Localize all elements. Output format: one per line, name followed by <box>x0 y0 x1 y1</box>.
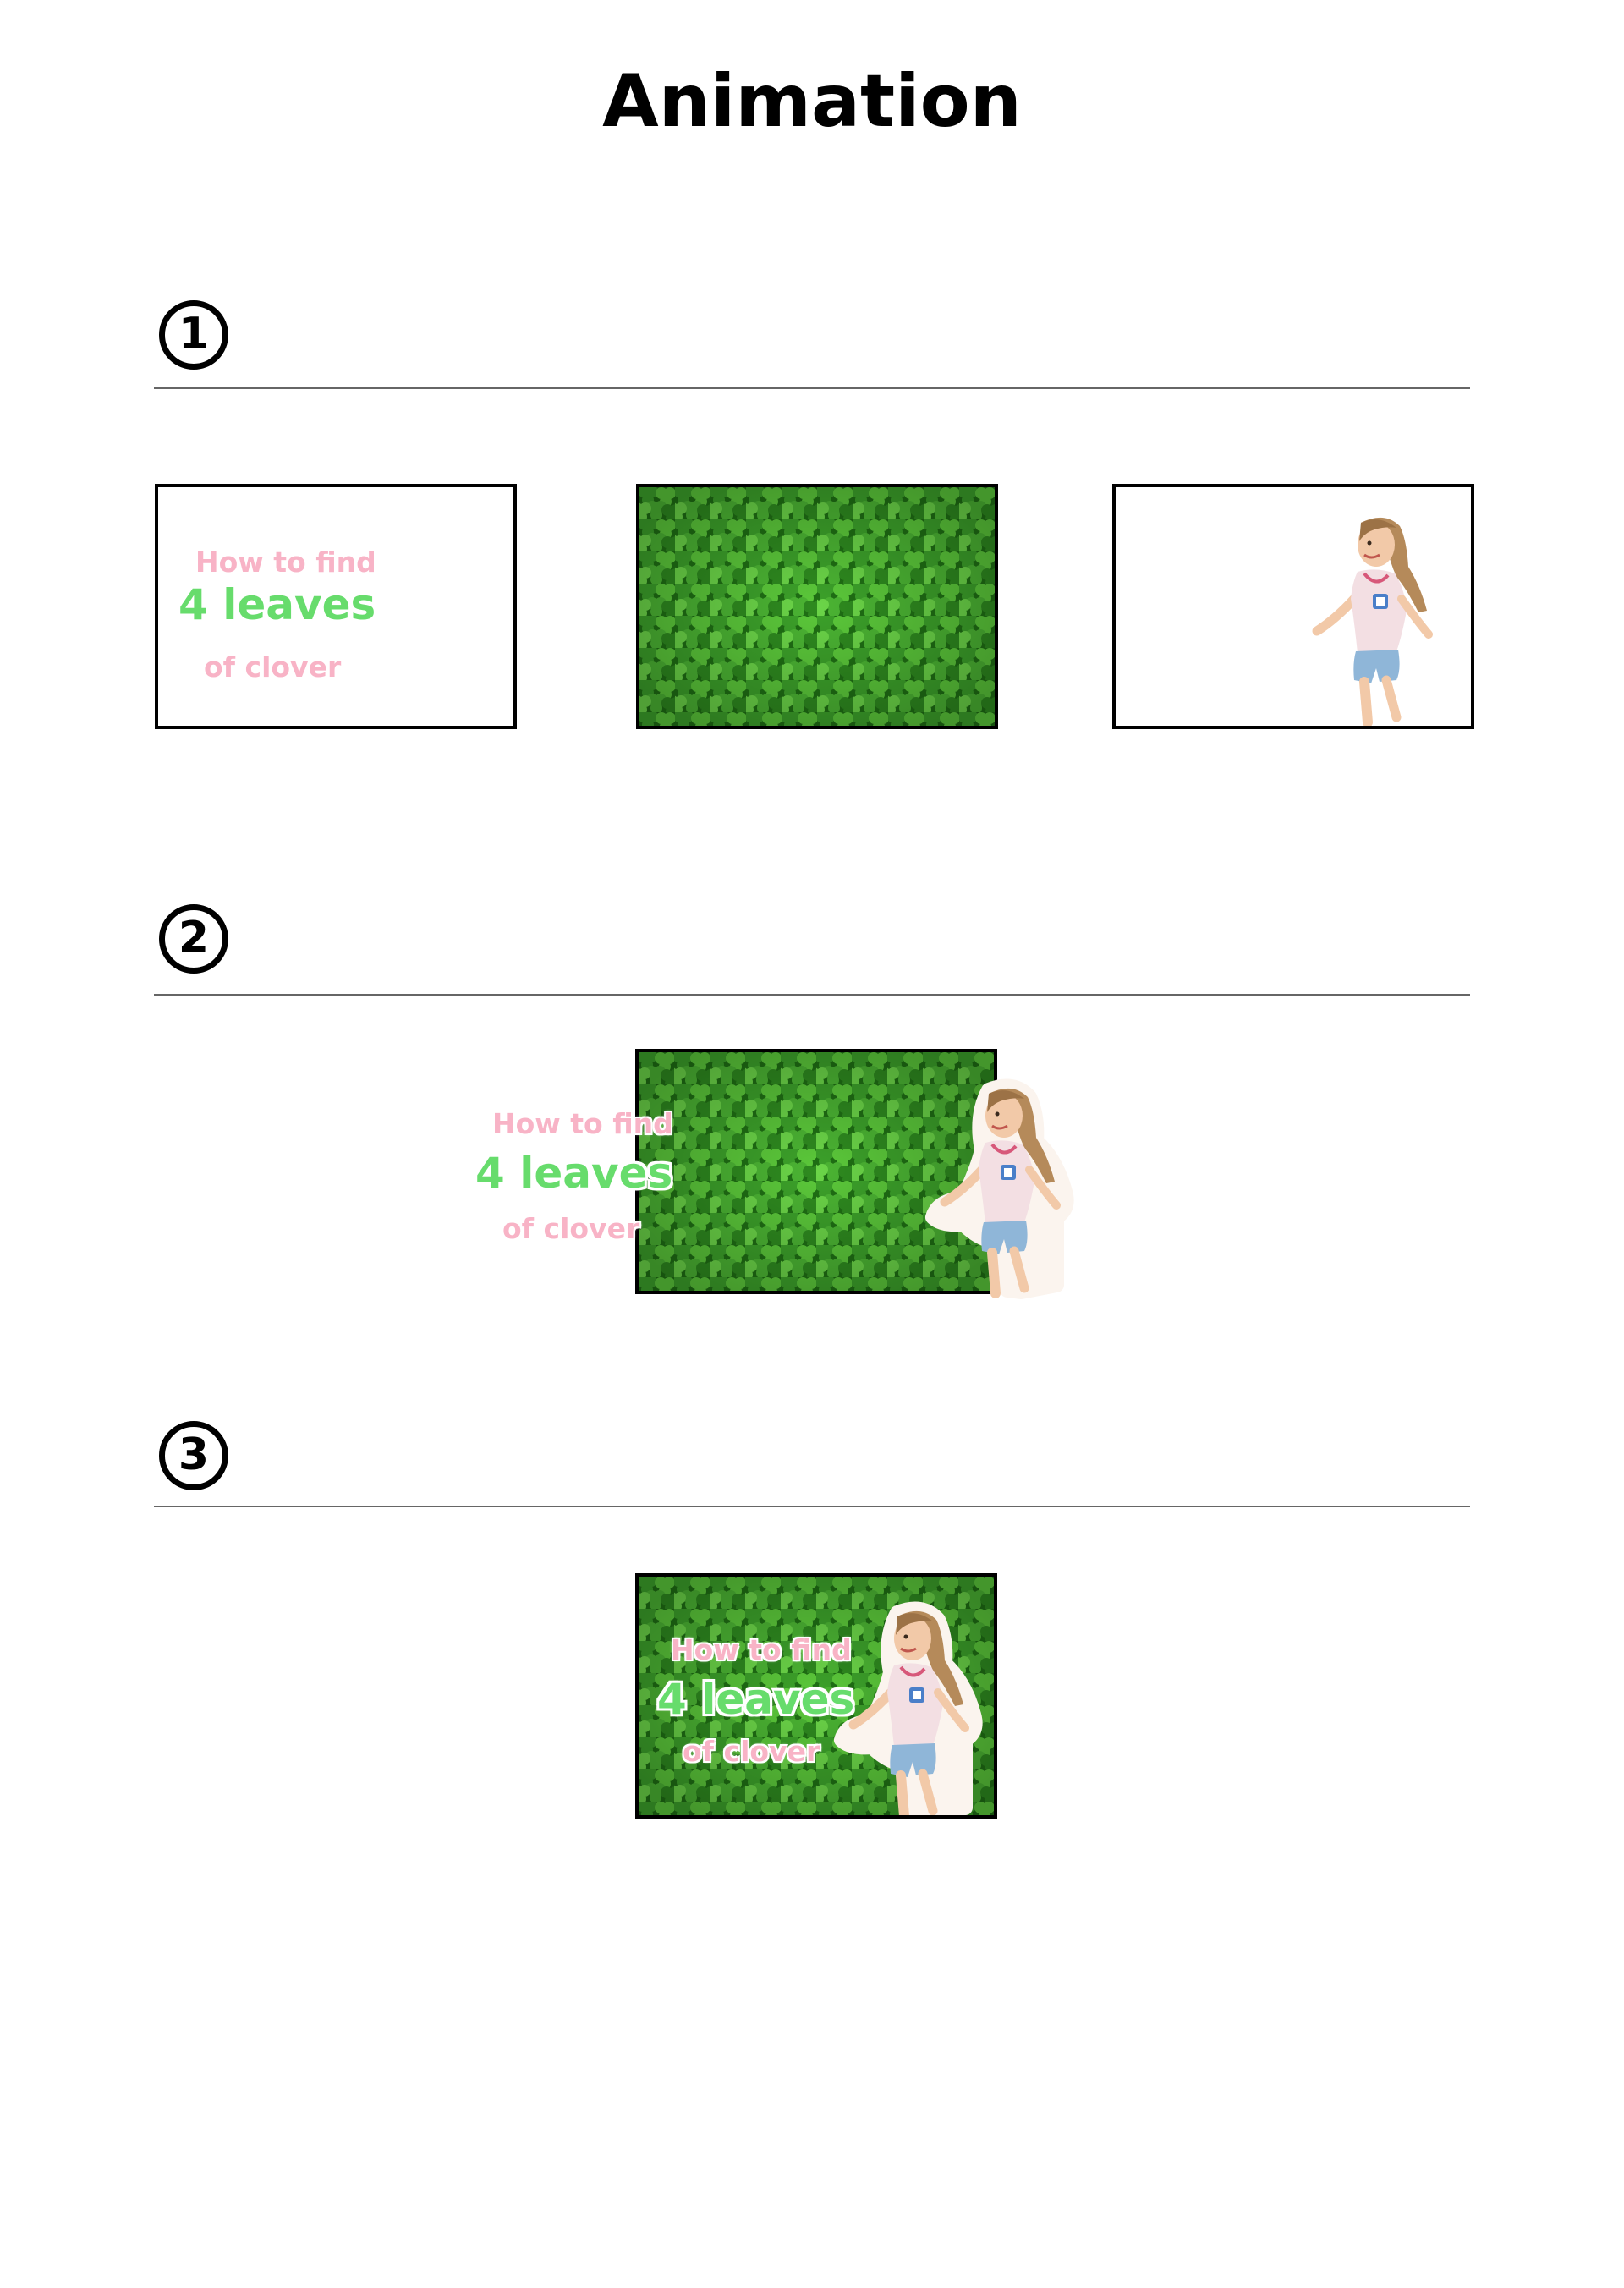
clover-field-image <box>639 487 995 726</box>
caption-line-3: of clover <box>204 650 342 683</box>
caption-line-2: 4 leaves <box>178 580 376 629</box>
composite-frame-step2 <box>635 1049 997 1294</box>
caption-line-1: How to find <box>671 1633 852 1666</box>
caption-line-2: 4 leaves <box>657 1675 855 1724</box>
running-girl-image <box>921 1078 1090 1301</box>
caption-line-2: 4 leaves <box>475 1149 673 1198</box>
caption-line-3: of clover <box>683 1735 820 1768</box>
running-girl-image <box>1302 511 1454 726</box>
caption-line-1: How to find <box>195 546 376 579</box>
running-girl-image <box>830 1600 997 1819</box>
caption-line-3: of clover <box>502 1212 640 1245</box>
section-divider-2 <box>154 994 1470 996</box>
layer-frame-background <box>636 484 998 729</box>
layer-frame-subject <box>1112 484 1474 729</box>
step-number-1: 1 <box>159 300 228 370</box>
composite-frame-final: How to find 4 leaves of clover <box>635 1573 997 1819</box>
section-divider-1 <box>154 387 1470 389</box>
section-divider-3 <box>154 1506 1470 1507</box>
step-number-3: 3 <box>159 1421 228 1490</box>
page-title: Animation <box>602 59 1022 144</box>
caption-line-1: How to find <box>492 1107 673 1140</box>
layer-frame-text: How to find 4 leaves of clover <box>155 484 517 729</box>
step-number-2: 2 <box>159 904 228 974</box>
